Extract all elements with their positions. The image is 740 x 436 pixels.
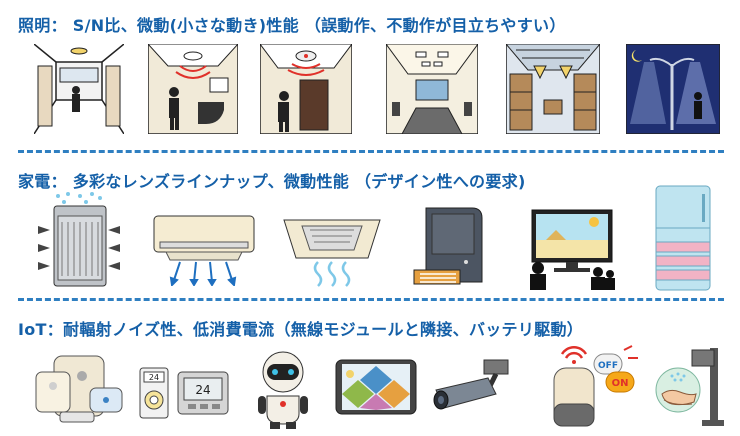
section-heading-appliances: 家電： 多彩なレンズラインナップ、微動性能 （デザイン性への要求)	[18, 172, 526, 191]
air-conditioner-icon	[152, 212, 256, 286]
tablet-smart-home-icon	[334, 358, 418, 418]
thermostat-display: 24	[195, 383, 210, 397]
air-purifier-icon	[36, 190, 122, 290]
television-icon	[524, 206, 616, 290]
smart-off-label: OFF	[598, 361, 618, 371]
section-heading-lighting: 照明： S/N比、微動(小さな動き)性能 （誤動作、不動作が目立ちやすい）	[18, 16, 566, 35]
wireless-sensors-icon	[32, 352, 124, 428]
robot-icon	[256, 350, 310, 430]
street-light-night-icon	[626, 44, 720, 134]
motion-sensor-toilet-icon	[148, 44, 238, 134]
meeting-room-icon	[386, 44, 478, 134]
section-divider-1	[18, 150, 724, 153]
thermostat-icon: 24 24	[138, 366, 230, 422]
ceiling-sensor-door-icon	[260, 44, 352, 134]
ceiling-cassette-ac-icon	[282, 214, 382, 290]
warehouse-icon	[506, 44, 600, 134]
smart-on-label: ON	[612, 378, 629, 389]
hand-sanitizer-icon	[650, 346, 724, 428]
security-camera-icon	[432, 358, 512, 418]
smart-speaker-icon: OFF ON	[548, 344, 640, 428]
section-divider-2	[18, 298, 724, 301]
section-heading-iot: IoT：耐輻射ノイズ性、低消費電流（無線モジュールと隣接、バッテリ駆動）	[18, 320, 584, 339]
office-hallway-icon	[34, 44, 124, 134]
fan-heater-icon	[410, 206, 496, 288]
refrigerator-icon	[652, 184, 714, 294]
thermostat-top-reading: 24	[149, 373, 159, 382]
